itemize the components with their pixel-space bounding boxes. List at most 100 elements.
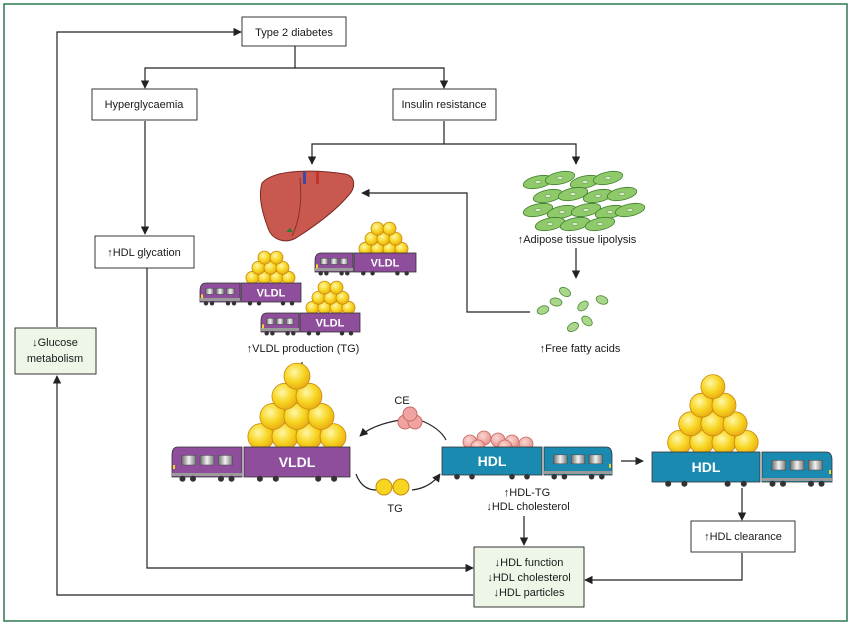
adipocyte-nucleus: [604, 175, 612, 181]
lipid-load: [247, 362, 347, 451]
headlight: [316, 264, 318, 269]
wheel: [324, 271, 329, 276]
adipocyte-nucleus: [558, 209, 566, 215]
locomotive-window: [285, 318, 294, 325]
wagon-body: [651, 451, 761, 483]
locomotive-window: [266, 318, 275, 325]
locomotive-window: [181, 455, 197, 466]
wheel: [818, 480, 825, 487]
tg-particles: [375, 478, 410, 496]
locomotive-window: [807, 460, 823, 471]
wheel: [681, 480, 688, 487]
adipocyte-nucleus: [596, 221, 604, 227]
wheel: [348, 331, 354, 336]
wagon: VLDL: [240, 282, 302, 306]
adipocyte-nucleus: [556, 175, 564, 181]
lipid-droplet: [700, 374, 726, 400]
wagon: VLDL: [299, 312, 361, 336]
wheel: [315, 475, 322, 482]
wheel: [454, 473, 460, 480]
adipocyte-nucleus: [594, 193, 602, 199]
outcome-line3: ↓HDL particles: [493, 587, 565, 599]
adipocyte-nucleus: [569, 191, 577, 197]
wheel: [190, 475, 196, 482]
lipid-load: [358, 221, 409, 256]
wagon-label: HDL: [692, 459, 721, 475]
adipocyte-nucleus: [534, 179, 542, 185]
lipid-load: [305, 280, 356, 315]
wagon-body: [353, 252, 417, 273]
lipid-droplet: [382, 221, 397, 236]
wheel: [524, 473, 530, 480]
wheel: [285, 331, 290, 336]
locomotive-window: [215, 288, 225, 295]
ce-particles: [397, 406, 423, 430]
locomotive-window: [275, 318, 285, 325]
adipose-label: ↑Adipose tissue lipolysis: [518, 234, 637, 246]
lipid-droplet: [722, 411, 748, 437]
locomotive-stripe: [200, 298, 240, 301]
locomotive: [761, 451, 833, 487]
hyperglycaemia-label: Hyperglycaemia: [105, 99, 185, 111]
locomotive-window: [320, 258, 329, 265]
adipocyte-nucleus: [618, 191, 626, 197]
hdl-clearance-box: [690, 520, 796, 553]
locomotive-stripe: [172, 473, 242, 476]
glucose-label-line1: ↓Glucose: [32, 337, 78, 349]
wheel: [306, 331, 312, 336]
adipose-cells-icon: [522, 170, 646, 232]
wheel: [724, 480, 731, 487]
insulin-resistance-label: Insulin resistance: [402, 99, 487, 111]
lipid-droplet: [317, 280, 332, 295]
lipid-load: [245, 250, 296, 285]
wheel: [339, 271, 344, 276]
locomotive-window: [329, 258, 339, 265]
adipocyte-nucleus: [581, 179, 589, 185]
adipocyte-nucleus: [571, 221, 579, 227]
lipid-droplet: [329, 280, 344, 295]
lipid-droplet: [370, 221, 385, 236]
lipid-droplet: [275, 260, 290, 275]
hdl-glycation-label: ↑HDL glycation: [107, 247, 181, 259]
wheel: [228, 475, 235, 482]
hdl-chol-low-label: ↓HDL cholesterol: [486, 501, 569, 513]
glucose-label-line2: metabolism: [27, 353, 83, 365]
adipocyte-nucleus: [626, 207, 634, 213]
wheel: [561, 473, 568, 480]
locomotive: [543, 446, 613, 480]
wagon-body: [299, 312, 361, 333]
outer-frame: [3, 3, 848, 622]
wheel: [361, 271, 366, 276]
wheel: [588, 473, 595, 480]
lipid-droplet: [335, 290, 350, 305]
ffa-particle: [577, 300, 589, 312]
locomotive: [260, 312, 300, 336]
locomotive-stripe: [261, 328, 299, 331]
wheel: [740, 480, 747, 487]
lipid-droplet: [269, 250, 284, 265]
hyperglycaemia-box: [91, 88, 198, 121]
adipocyte-nucleus: [606, 209, 614, 215]
wagon-label: VLDL: [316, 317, 345, 329]
locomotive-window: [553, 454, 568, 465]
adipocyte-nucleus: [544, 193, 552, 199]
adipocyte-nucleus: [534, 207, 542, 213]
outcome-line1: ↓HDL function: [495, 557, 564, 569]
hdl-tg-label: ↑HDL-TG: [504, 487, 550, 499]
wheel: [331, 475, 338, 482]
wheel: [280, 301, 286, 306]
wagon-body: [243, 446, 351, 478]
insulin-resistance-box: [392, 88, 497, 121]
wheel: [256, 301, 262, 306]
ffa-label: ↑Free fatty acids: [540, 343, 621, 355]
wagon: HDL: [441, 446, 543, 480]
wheel: [218, 475, 224, 482]
lipid-droplet: [283, 362, 311, 390]
wheel: [318, 271, 323, 276]
locomotive-window: [588, 454, 603, 465]
wheel: [395, 271, 400, 276]
wheel: [370, 271, 375, 276]
ffa-particle: [559, 287, 571, 297]
wheel: [264, 331, 269, 336]
headlight: [262, 324, 264, 329]
